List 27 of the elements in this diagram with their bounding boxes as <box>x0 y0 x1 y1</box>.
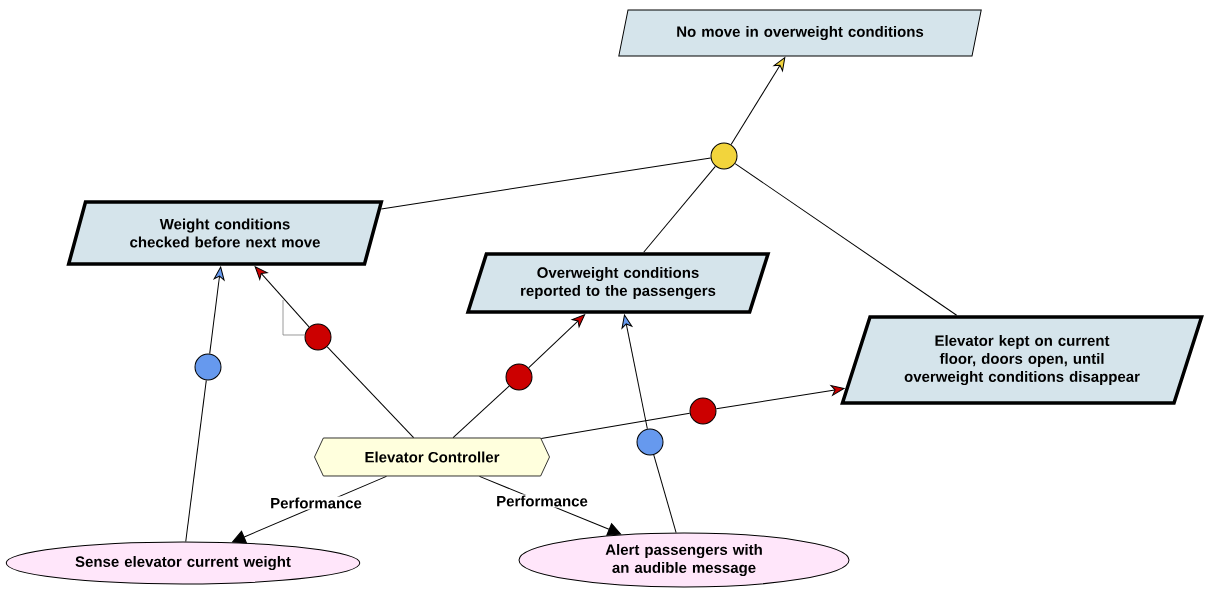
requirement-parallelogram: Elevator kept on current floor, doors open, until overweight conditions disappear <box>840 315 1204 405</box>
arrow <box>528 314 586 369</box>
refinement-circle <box>636 428 664 456</box>
arrow <box>254 266 310 328</box>
link-line <box>734 163 958 316</box>
requirement-parallelogram: Weight conditions checked before next move <box>66 200 384 266</box>
refinement-circle <box>194 353 222 381</box>
link-line <box>452 385 510 439</box>
arrow <box>621 314 648 430</box>
refinement-circle <box>689 397 717 425</box>
link-line <box>380 157 712 210</box>
arrow <box>715 385 845 410</box>
agent-hexagon: Elevator Controller <box>314 437 550 477</box>
link-line <box>540 412 691 439</box>
link-line <box>185 379 207 542</box>
arrow <box>232 475 387 544</box>
arrow <box>209 266 225 355</box>
edge-label: Performance <box>269 496 363 510</box>
link-line <box>653 454 677 534</box>
link-line <box>326 346 415 439</box>
refinement-circle <box>304 323 332 351</box>
refinement-circle <box>710 142 738 170</box>
edge-label: Performance <box>495 494 589 508</box>
arrow <box>730 57 786 145</box>
link-line <box>643 165 716 253</box>
refinement-circle <box>505 363 533 391</box>
goal-parallelogram: No move in overweight conditions <box>618 9 982 57</box>
